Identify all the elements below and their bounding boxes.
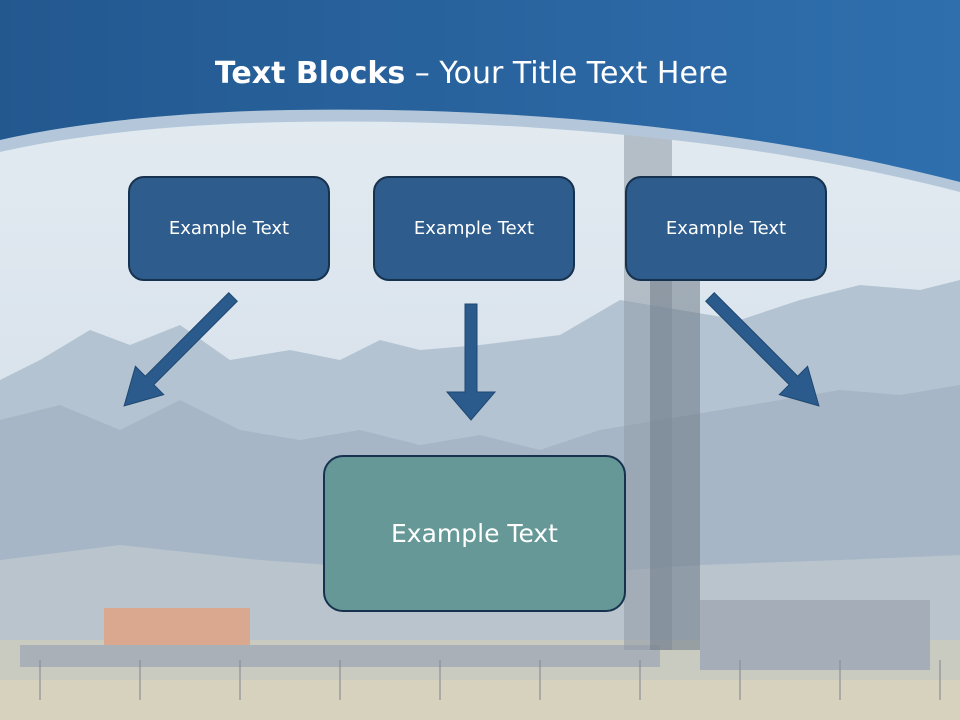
equipment-right — [700, 600, 930, 670]
text-block-bottom[interactable]: Example Text — [323, 455, 626, 612]
header-band — [0, 0, 960, 182]
arrow-right — [705, 292, 820, 407]
text-block-right[interactable]: Example Text — [625, 176, 827, 281]
rig-column — [650, 280, 700, 650]
equipment-row — [20, 645, 660, 667]
title-separator: – — [405, 56, 440, 91]
arrow-center — [445, 303, 497, 421]
text-block-left[interactable]: Example Text — [128, 176, 330, 281]
field — [0, 680, 960, 720]
fence — [39, 660, 941, 700]
slide-title: Text Blocks – Your Title Text Here — [0, 52, 943, 96]
title-rest: Your Title Text Here — [439, 56, 729, 91]
storage-tanks — [104, 608, 250, 646]
title-bold: Text Blocks — [214, 56, 406, 91]
text-block-center[interactable]: Example Text — [373, 176, 575, 281]
arrow-left — [123, 292, 238, 407]
